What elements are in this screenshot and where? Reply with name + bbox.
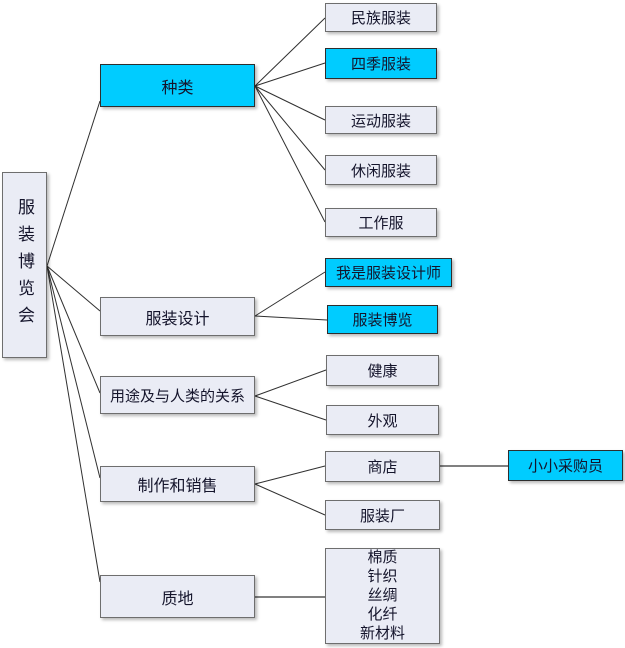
node-label: 服装厂 bbox=[359, 508, 405, 525]
node-kind[interactable]: 种类 bbox=[100, 64, 255, 107]
node-label: 民族服装 bbox=[350, 11, 411, 27]
material-item-chemical-fiber: 化纤 bbox=[367, 606, 398, 623]
node-sports-clothing[interactable]: 运动服装 bbox=[325, 106, 437, 134]
node-label: 休闲服装 bbox=[350, 163, 411, 180]
node-label: 用途及与人类的关系 bbox=[109, 388, 245, 405]
node-i-am-designer[interactable]: 我是服装设计师 bbox=[325, 258, 452, 287]
node-clothing-factory[interactable]: 服装厂 bbox=[325, 500, 440, 530]
node-texture[interactable]: 质地 bbox=[100, 575, 255, 618]
node-casual-clothing[interactable]: 休闲服装 bbox=[325, 155, 437, 185]
node-health[interactable]: 健康 bbox=[326, 355, 439, 386]
node-production-and-sales[interactable]: 制作和销售 bbox=[100, 466, 255, 502]
node-label: 工作服 bbox=[358, 216, 404, 232]
node-clothing-expo-link[interactable]: 服装博览 bbox=[327, 305, 438, 334]
node-label: 服装博览会 bbox=[15, 197, 34, 333]
material-item-silk: 丝绸 bbox=[367, 587, 398, 604]
node-label: 外观 bbox=[367, 413, 398, 430]
node-clothing-design[interactable]: 服装设计 bbox=[100, 297, 255, 336]
node-label: 质地 bbox=[161, 590, 194, 608]
material-item-new-material: 新材料 bbox=[359, 625, 405, 642]
node-work-clothes[interactable]: 工作服 bbox=[325, 208, 437, 237]
material-item-cotton: 棉质 bbox=[367, 549, 398, 566]
node-root-clothing-expo[interactable]: 服装博览会 bbox=[2, 172, 47, 358]
node-label: 运动服装 bbox=[350, 113, 411, 130]
node-label: 制作和销售 bbox=[137, 478, 218, 495]
node-usage-and-human-relation[interactable]: 用途及与人类的关系 bbox=[100, 376, 255, 414]
material-item-knit: 针织 bbox=[367, 568, 398, 585]
node-label: 服装博览 bbox=[352, 313, 413, 329]
node-label: 种类 bbox=[161, 79, 194, 97]
node-materials-list[interactable]: 棉质 针织 丝绸 化纤 新材料 bbox=[325, 548, 440, 644]
node-label: 小小采购员 bbox=[527, 459, 603, 475]
node-label: 健康 bbox=[367, 364, 398, 380]
node-little-buyer[interactable]: 小小采购员 bbox=[508, 450, 623, 481]
node-shop[interactable]: 商店 bbox=[325, 451, 440, 482]
node-appearance[interactable]: 外观 bbox=[326, 405, 439, 435]
node-label: 服装设计 bbox=[145, 310, 210, 328]
node-label: 我是服装设计师 bbox=[335, 266, 441, 282]
node-ethnic-clothing[interactable]: 民族服装 bbox=[325, 3, 437, 32]
node-label: 商店 bbox=[367, 460, 398, 476]
node-four-season-clothing[interactable]: 四季服装 bbox=[325, 48, 437, 79]
node-label: 四季服装 bbox=[350, 57, 411, 73]
